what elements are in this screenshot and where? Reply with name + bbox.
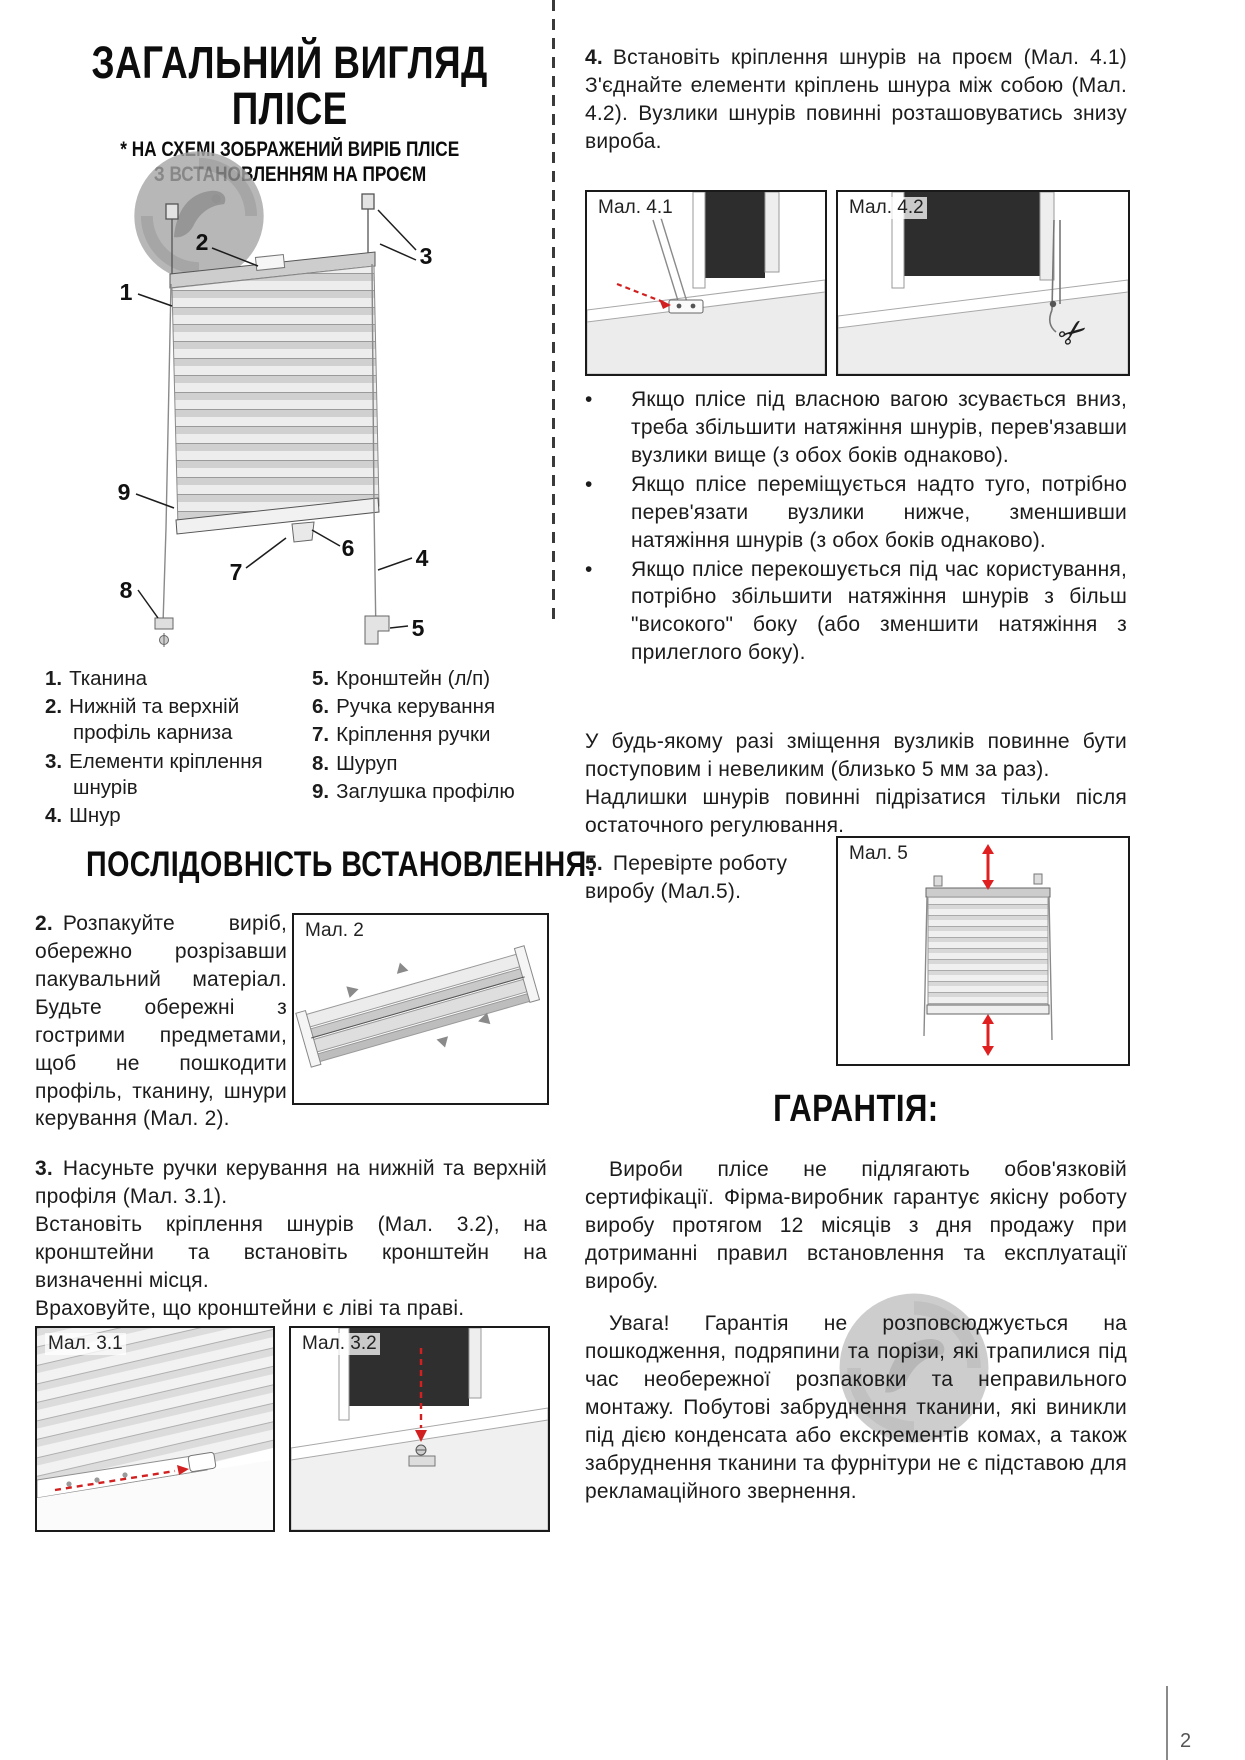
part-label-5: 5 [412,615,425,641]
blind-exploded-diagram: 1 2 3 4 5 6 7 8 9 [60,188,530,660]
part-label-1: 1 [120,279,133,305]
figure-2-label: Мал. 2 [302,920,367,942]
figure-5: Мал. 5 [836,836,1130,1066]
legend-item: 9.Заглушка профілю [312,779,515,803]
red-arrow-icon [659,299,671,309]
figure-3-1-label: Мал. 3.1 [45,1333,126,1355]
figure-3-1-image [37,1328,273,1530]
page-edge-rule [1166,1686,1168,1760]
part-label-9: 9 [118,479,131,505]
step-4-paragraph: 4.Встановіть кріплення шнурів на проєм (… [585,46,1127,153]
legend-item: 1.Тканина [45,667,148,690]
move-up-down-arrow-icon [982,844,994,890]
adjustment-note: У будь-якому разі зміщення вузликів пови… [585,730,1127,837]
part-label-3: 3 [420,243,433,269]
figure-3-2-image [291,1328,548,1530]
figure-4-2-image: ✂ [838,192,1128,374]
bullet-icon [585,471,631,555]
part-label-2: 2 [196,229,209,255]
legend-item: 5.Кронштейн (л/п) [312,667,491,690]
part-label-4: 4 [416,545,429,571]
figure-4-2: Мал. 4.2 ✂ [836,190,1130,376]
list-item: Якщо плісе перекошується під час користу… [585,556,1127,668]
legend-item: 4.Шнур [45,804,121,828]
page-title-line1: ЗАГАЛЬНИЙ ВИГЛЯД [91,37,489,88]
page-subtitle-line1: * НА СХЕМІ ЗОБРАЖЕНИЙ ВИРІБ ПЛІСЕ [120,138,460,161]
figure-4-2-label: Мал. 4.2 [846,197,927,219]
legend-item: 8.Шуруп [312,751,398,775]
figure-5-image [923,844,1053,1056]
red-arrow-icon [415,1430,427,1442]
legend-column-left: 1.Тканина 2.Нижній та верхній профіль ка… [45,666,307,831]
part-label-6: 6 [342,535,355,561]
brand-watermark-icon [133,150,265,282]
legend-column-right: 5.Кронштейн (л/п) 6.Ручка керування 7.Кр… [312,666,548,807]
bullet-icon [585,386,631,470]
legend-item: 7.Кріплення ручки [312,723,491,747]
bullet-icon [585,556,631,668]
step-2-paragraph: 2.Розпакуйте виріб, обережно розрізавши … [35,912,287,1131]
column-divider [552,0,555,623]
figure-2-image [295,945,541,1068]
step-3-paragraph: 3.Насуньте ручки керування на нижній та … [35,1157,547,1320]
figure-4-1-label: Мал. 4.1 [595,197,676,219]
figure-4-1: Мал. 4.1 [585,190,827,376]
figure-3-2-label: Мал. 3.2 [299,1333,380,1355]
step-5-paragraph: 5.Перевірте роботу виробу (Мал.5). [585,852,788,903]
warranty-paragraph-1: Вироби плісе не підлягають обов'язковій … [585,1158,1127,1293]
move-up-down-arrow-icon [982,1014,994,1056]
section-title-installation: ПОСЛІДОВНІСТЬ ВСТАНОВЛЕННЯ: [86,845,597,884]
list-item: Якщо плісе переміщується надто туго, пот… [585,471,1127,555]
list-item: Якщо плісе під власною вагою зсувається … [585,386,1127,470]
figure-2: Мал. 2 [292,913,549,1105]
figure-3-2: Мал. 3.2 [289,1326,550,1532]
legend-item: 3.Елементи кріплення шнурів [45,749,263,799]
section-title-warranty: ГАРАНТІЯ: [773,1088,939,1130]
figure-5-label: Мал. 5 [846,843,911,865]
adjustment-bullet-list: Якщо плісе під власною вагою зсувається … [585,386,1127,668]
red-arrow-icon [177,1465,189,1475]
figure-3-1: Мал. 3.1 [35,1326,275,1532]
brand-watermark-icon [838,1292,990,1444]
legend-item: 6.Ручка керування [312,695,496,719]
page-subtitle-line2: З ВСТАНОВЛЕННЯМ НА ПРОЄМ [153,163,427,186]
legend-item: 2.Нижній та верхній профіль карниза [45,695,240,745]
part-label-8: 8 [120,577,133,603]
warranty-paragraph-2: Увага! Гарантія не розповсюджується на п… [585,1312,1127,1503]
part-label-7: 7 [230,559,243,585]
page-title-line2: ПЛІСЕ [232,83,348,134]
figure-4-1-image [587,192,825,374]
page-number: 2 [1180,1730,1192,1752]
